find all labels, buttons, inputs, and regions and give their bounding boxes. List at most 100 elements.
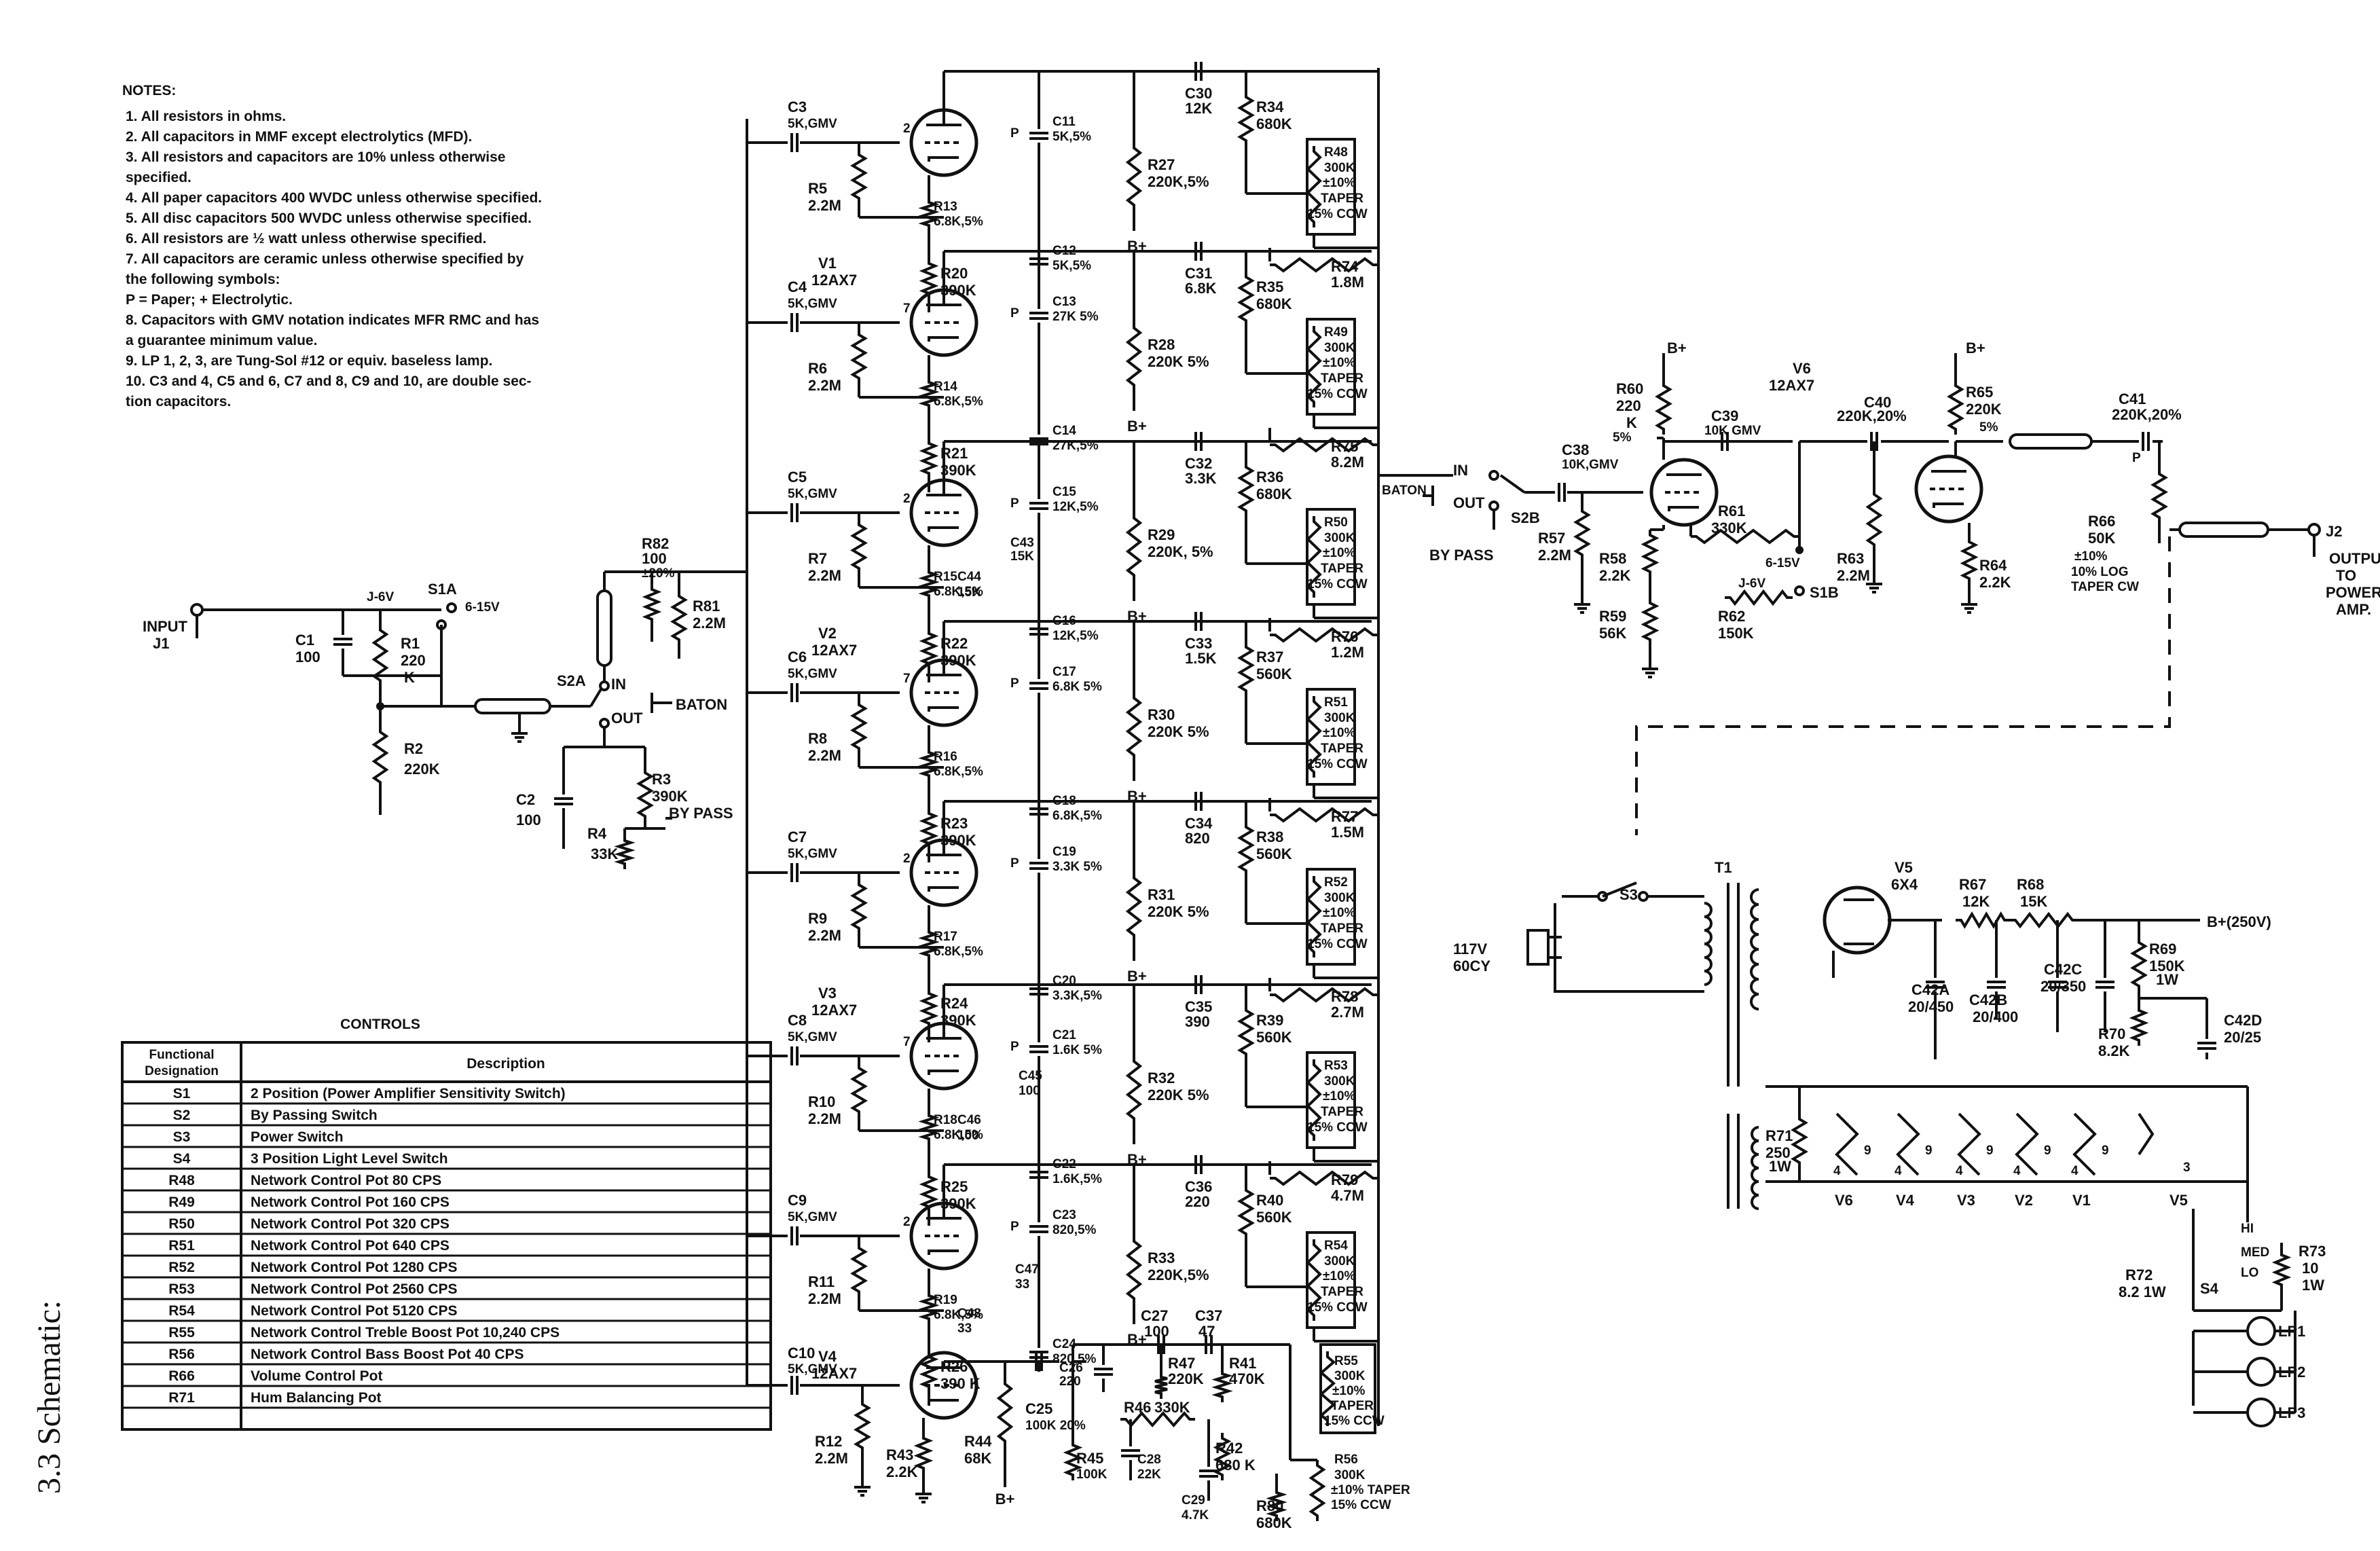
component-label: C26 <box>1059 1361 1083 1375</box>
component-label: 60CY <box>1453 957 1490 974</box>
table-cell-designation: S4 <box>173 1151 191 1167</box>
component-label: C39 <box>1711 407 1738 424</box>
component-label: ±10% <box>1323 356 1356 370</box>
table-cell-description: Network Control Pot 320 CPS <box>251 1216 450 1232</box>
component-label: 6.8K <box>1185 280 1217 297</box>
component-label: C2 <box>516 791 535 808</box>
component-label: C4 <box>788 278 807 295</box>
component-label: 1.8M <box>1331 274 1364 291</box>
component-label: 680K <box>1256 1514 1292 1531</box>
component-label: 220K,5% <box>1148 1266 1209 1283</box>
component-label: 2.2M <box>808 197 841 214</box>
component-label: R61 <box>1718 503 1745 519</box>
component-label: C17 <box>1052 665 1076 679</box>
resistor-symbol <box>2271 1249 2292 1290</box>
component-label: 300K <box>1324 161 1355 175</box>
notes-line: specified. <box>126 170 191 185</box>
component-label: R6 <box>808 360 827 377</box>
component-label: C24 <box>1052 1337 1076 1351</box>
component-label: 4 <box>2071 1164 2079 1178</box>
potentiometer-symbol <box>1308 1460 1326 1521</box>
shielded-cable <box>474 698 551 714</box>
component-label: R48 <box>1324 145 1348 160</box>
table-cell-designation: R51 <box>168 1238 195 1254</box>
component-label: C35 <box>1185 998 1212 1015</box>
table-cell-description: Network Control Pot 2560 CPS <box>251 1281 458 1297</box>
shielded-cable <box>2178 522 2269 538</box>
component-label: C28 <box>1137 1453 1161 1467</box>
component-label: 2 <box>903 122 911 136</box>
component-label: R76 <box>1331 628 1358 645</box>
component-label: 390 <box>1185 1013 1210 1030</box>
component-label: 20/450 <box>1908 998 1954 1015</box>
resistor-symbol <box>1120 1410 1195 1428</box>
component-label: 560K <box>1256 1209 1292 1226</box>
component-label: R81 <box>693 598 720 615</box>
component-label: 12K,5% <box>1052 500 1099 514</box>
component-label: 150K <box>1718 625 1754 642</box>
component-label: 12AX7 <box>811 642 857 659</box>
resistor-symbol <box>850 879 868 934</box>
heater-tube-label: V4 <box>1896 1192 1915 1209</box>
lamp-symbol <box>2246 1357 2276 1387</box>
component-label: ±10% <box>1323 1269 1356 1283</box>
component-label: R41 <box>1229 1355 1256 1372</box>
wire <box>589 688 602 708</box>
resistor-symbol <box>919 258 939 299</box>
component-label: C47 <box>1015 1262 1039 1277</box>
component-label: 8.2 1W <box>2119 1283 2166 1300</box>
table-cell-designation: R49 <box>168 1194 195 1210</box>
component-label: R14 <box>934 380 957 394</box>
component-label: R45 <box>1076 1450 1103 1467</box>
wire <box>1554 903 1704 993</box>
shielded-cable <box>596 589 612 667</box>
component-label: 6.8K,5% <box>1052 809 1102 823</box>
component-label: C34 <box>1185 815 1213 832</box>
component-label: C9 <box>788 1192 807 1209</box>
component-label: 820,5% <box>1052 1223 1097 1237</box>
component-label: C32 <box>1185 455 1212 472</box>
resistor-symbol <box>913 1433 934 1474</box>
potentiometer-symbol <box>1306 146 1322 227</box>
resistor-symbol <box>996 1379 1014 1446</box>
component-label: R36 <box>1256 469 1283 486</box>
component-label: C42A <box>1911 981 1949 998</box>
resistor-symbol <box>1655 380 1672 435</box>
resistor-symbol <box>1270 807 1378 823</box>
component-label: 220K, 5% <box>1148 543 1213 560</box>
component-label: C13 <box>1052 295 1076 309</box>
component-label: 1W <box>2302 1277 2324 1294</box>
component-label: 2.2K <box>1979 574 2011 591</box>
component-label: S1B <box>1810 584 1839 601</box>
component-label: 15K <box>2020 893 2047 910</box>
component-label: ±20% <box>642 566 675 581</box>
tube-cathode <box>928 886 959 892</box>
transformer-winding <box>1704 902 1713 918</box>
component-label: 15K <box>1010 549 1034 564</box>
component-label: R63 <box>1837 550 1864 567</box>
table-cell-designation: S2 <box>173 1108 191 1123</box>
component-label: 10 <box>2302 1260 2318 1277</box>
component-label: 100 <box>1019 1084 1040 1098</box>
potentiometer-box <box>1306 318 1356 416</box>
component-label: R56 <box>1334 1453 1358 1467</box>
component-label: 220K,20% <box>2112 406 2182 423</box>
component-label: 12K <box>1962 893 1990 910</box>
component-label: R69 <box>2149 941 2176 957</box>
component-label: C43 <box>1010 536 1034 550</box>
resistor-symbol <box>850 329 868 384</box>
notes-line: the following symbols: <box>126 272 280 287</box>
triode-tube-symbol <box>909 1351 978 1420</box>
input-jack-symbol <box>190 603 204 617</box>
component-label: POWER <box>2326 584 2380 601</box>
resistor-symbol <box>1270 987 1378 1003</box>
component-label: 5K,5% <box>1052 130 1091 144</box>
resistor-symbol <box>1237 1005 1255 1059</box>
resistor-symbol <box>1213 1433 1232 1480</box>
resistor-symbol <box>636 767 654 822</box>
component-label: 27K 5% <box>1052 310 1099 324</box>
resistor-symbol <box>1270 1170 1378 1186</box>
component-label: 300K <box>1324 1074 1355 1089</box>
component-label: 3.3K 5% <box>1052 860 1102 874</box>
component-label: C44 <box>957 570 981 584</box>
